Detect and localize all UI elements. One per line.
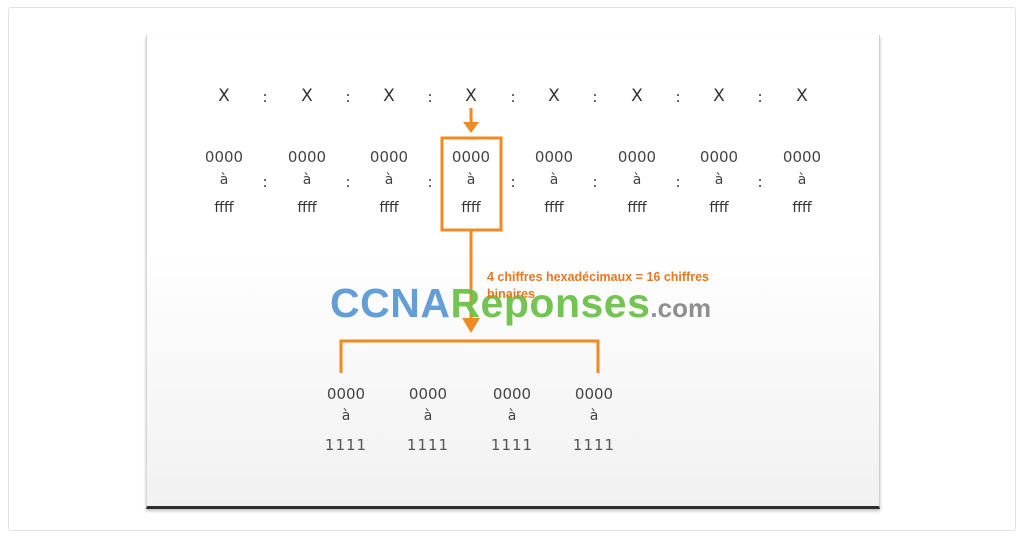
annotation-label: 4 chiffres hexadécimaux = 16 chiffres bi… — [487, 270, 709, 301]
hex-range-to: à — [549, 172, 559, 188]
watermark-part1: CCNA — [330, 280, 451, 326]
connector-arrow-head — [462, 318, 480, 333]
group-separator: : — [510, 173, 516, 191]
hex-range-high: ffff — [792, 200, 812, 216]
hex-range-high: ffff — [544, 200, 564, 216]
hex-range-low: 0000 — [451, 148, 491, 166]
hex-range-low: 0000 — [534, 148, 574, 166]
group-separator: : — [757, 88, 763, 106]
bin-range-to: à — [423, 408, 433, 424]
hex-range-low: 0000 — [782, 148, 822, 166]
group-placeholder: X — [548, 86, 560, 106]
hex-range-to: à — [302, 172, 312, 188]
watermark-logo: CCNAReponses.com — [330, 280, 711, 327]
hex-range-low: 0000 — [204, 148, 244, 166]
hex-range-to: à — [219, 172, 229, 188]
group-separator: : — [427, 173, 433, 191]
group-separator: : — [510, 88, 516, 106]
group-separator: : — [675, 173, 681, 191]
bin-range-high: 1111 — [490, 436, 534, 454]
group-separator: : — [427, 88, 433, 106]
hex-range-to: à — [466, 172, 476, 188]
hex-range-low: 0000 — [369, 148, 409, 166]
group-separator: : — [345, 173, 351, 191]
bin-range-low: 0000 — [326, 385, 366, 403]
diagram-panel — [146, 35, 880, 509]
hex-range-high: ffff — [297, 200, 317, 216]
bin-range-low: 0000 — [408, 385, 448, 403]
hex-range-high: ffff — [379, 200, 399, 216]
watermark-part2: Reponses — [450, 280, 651, 326]
group-separator: : — [262, 173, 268, 191]
bin-range-to: à — [341, 408, 351, 424]
bin-range-low: 0000 — [492, 385, 532, 403]
hex-range-to: à — [714, 172, 724, 188]
hex-range-low: 0000 — [699, 148, 739, 166]
group-placeholder: X — [301, 86, 313, 106]
hex-range-high: ffff — [627, 200, 647, 216]
watermark-part3: .com — [650, 293, 712, 323]
bin-range-high: 1111 — [572, 436, 616, 454]
group-placeholder: X — [218, 86, 230, 106]
group-placeholder: X — [383, 86, 395, 106]
group-placeholder: X — [713, 86, 725, 106]
hex-range-to: à — [797, 172, 807, 188]
bin-range-high: 1111 — [406, 436, 450, 454]
top-arrow-head — [463, 122, 479, 133]
hex-range-high: ffff — [461, 200, 481, 216]
bin-range-high: 1111 — [324, 436, 368, 454]
hex-range-high: ffff — [214, 200, 234, 216]
hex-range-high: ffff — [709, 200, 729, 216]
hex-range-low: 0000 — [617, 148, 657, 166]
group-placeholder: X — [631, 86, 643, 106]
bin-range-to: à — [507, 408, 517, 424]
group-separator: : — [345, 88, 351, 106]
group-separator: : — [757, 173, 763, 191]
group-separator: : — [592, 88, 598, 106]
hex-range-to: à — [632, 172, 642, 188]
group-separator: : — [262, 88, 268, 106]
group-separator: : — [592, 173, 598, 191]
group-placeholder: X — [465, 86, 477, 106]
bracket — [339, 339, 600, 373]
highlight-box — [440, 136, 503, 232]
bin-range-low: 0000 — [574, 385, 614, 403]
hex-range-low: 0000 — [287, 148, 327, 166]
hex-range-to: à — [384, 172, 394, 188]
bin-range-to: à — [589, 408, 599, 424]
group-separator: : — [675, 88, 681, 106]
group-placeholder: X — [796, 86, 808, 106]
